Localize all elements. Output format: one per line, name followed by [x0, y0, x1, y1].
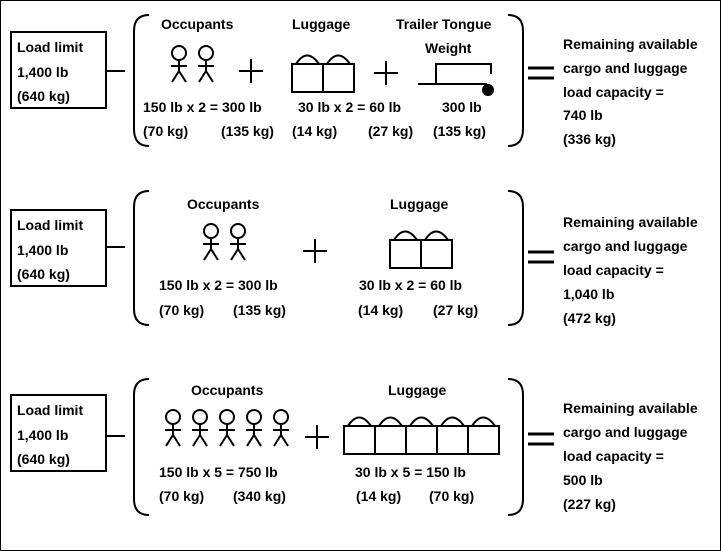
load-limit-label: Load limit [17, 39, 84, 55]
person-icon [246, 409, 262, 447]
occupants-title: Occupants [191, 382, 264, 398]
result-line-3: load capacity = [563, 262, 664, 278]
luggage-total-kg: (27 kg) [368, 123, 414, 139]
luggage-formula: 30 lb x 2 = 60 lb [298, 99, 402, 115]
luggage-unit-kg: (14 kg) [356, 488, 402, 504]
occupants-icon [203, 223, 246, 261]
suitcase-icon [467, 425, 500, 455]
result-kg: (472 kg) [563, 310, 616, 326]
occupant-unit-kg: (70 kg) [159, 302, 205, 318]
left-bracket [133, 14, 150, 147]
load-limit-lb: 1,400 lb [17, 427, 69, 443]
luggage-total-kg: (70 kg) [429, 488, 475, 504]
load-limit-kg: (640 kg) [17, 88, 70, 104]
trailer-weight-kg: (135 kg) [433, 123, 486, 139]
result-line-2: cargo and luggage [563, 238, 688, 254]
occupant-unit-kg: (70 kg) [143, 123, 189, 139]
occupants-total-kg: (135 kg) [233, 302, 286, 318]
equals-sign [528, 432, 554, 446]
trailer-title: Trailer Tongue [396, 16, 492, 32]
luggage-title: Luggage [388, 382, 447, 398]
result-line-3: load capacity = [563, 448, 664, 464]
right-bracket [507, 378, 524, 516]
suitcase-icon [405, 425, 438, 455]
person-icon [219, 409, 235, 447]
plus-sign [374, 61, 398, 85]
result-lb: 500 lb [563, 472, 603, 488]
suitcase-icon [322, 63, 355, 93]
luggage-icon [291, 54, 355, 93]
person-icon [165, 409, 181, 447]
suitcase-icon [343, 425, 376, 455]
occupants-title: Occupants [161, 16, 234, 32]
luggage-unit-kg: (14 kg) [292, 123, 338, 139]
occupants-formula: 150 lb x 2 = 300 lb [159, 277, 278, 293]
right-bracket [507, 14, 524, 147]
result-line-3: load capacity = [563, 84, 664, 100]
occupants-icon [171, 45, 214, 83]
suitcase-icon [374, 425, 407, 455]
luggage-title: Luggage [292, 16, 351, 32]
plus-sign [239, 59, 263, 83]
load-limit-kg: (640 kg) [17, 266, 70, 282]
load-limit-label: Load limit [17, 402, 84, 418]
plus-sign [305, 425, 329, 449]
result-line-1: Remaining available [563, 214, 698, 230]
trailer-tongue-icon [418, 63, 494, 96]
result-line-2: cargo and luggage [563, 60, 688, 76]
person-icon [203, 223, 219, 261]
load-limit-box: Load limit 1,400 lb (640 kg) [10, 31, 107, 109]
equals-sign [528, 66, 554, 80]
luggage-icon [343, 416, 500, 455]
suitcase-icon [436, 425, 469, 455]
person-icon [198, 45, 214, 83]
luggage-formula: 30 lb x 2 = 60 lb [359, 277, 463, 293]
equals-sign [528, 250, 554, 264]
result-kg: (336 kg) [563, 131, 616, 147]
result-kg: (227 kg) [563, 496, 616, 512]
person-icon [171, 45, 187, 83]
luggage-unit-kg: (14 kg) [358, 302, 404, 318]
plus-sign [303, 239, 327, 263]
trailer-weight: 300 lb [442, 99, 482, 115]
result-lb: 1,040 lb [563, 286, 615, 302]
occupants-total-kg: (340 kg) [233, 488, 286, 504]
person-icon [230, 223, 246, 261]
occupants-formula: 150 lb x 2 = 300 lb [143, 99, 262, 115]
result-line-1: Remaining available [563, 400, 698, 416]
load-limit-label: Load limit [17, 217, 84, 233]
luggage-title: Luggage [390, 196, 449, 212]
result-lb: 740 lb [563, 107, 603, 123]
load-limit-kg: (640 kg) [17, 451, 70, 467]
load-limit-lb: 1,400 lb [17, 242, 69, 258]
occupants-formula: 150 lb x 5 = 750 lb [159, 464, 278, 480]
luggage-icon [389, 230, 453, 269]
occupants-icon [165, 409, 289, 447]
luggage-total-kg: (27 kg) [433, 302, 479, 318]
load-limit-box: Load limit 1,400 lb (640 kg) [10, 209, 107, 287]
right-bracket [507, 190, 524, 326]
load-limit-lb: 1,400 lb [17, 64, 69, 80]
trailer-title-line2: Weight [425, 40, 472, 56]
load-limit-box: Load limit 1,400 lb (640 kg) [10, 394, 107, 472]
result-line-2: cargo and luggage [563, 424, 688, 440]
luggage-formula: 30 lb x 5 = 150 lb [355, 464, 466, 480]
suitcase-icon [420, 239, 453, 269]
left-bracket [133, 190, 150, 326]
left-bracket [133, 378, 150, 516]
result-line-1: Remaining available [563, 36, 698, 52]
person-icon [273, 409, 289, 447]
occupant-unit-kg: (70 kg) [159, 488, 205, 504]
occupants-total-kg: (135 kg) [221, 123, 274, 139]
person-icon [192, 409, 208, 447]
occupants-title: Occupants [187, 196, 260, 212]
